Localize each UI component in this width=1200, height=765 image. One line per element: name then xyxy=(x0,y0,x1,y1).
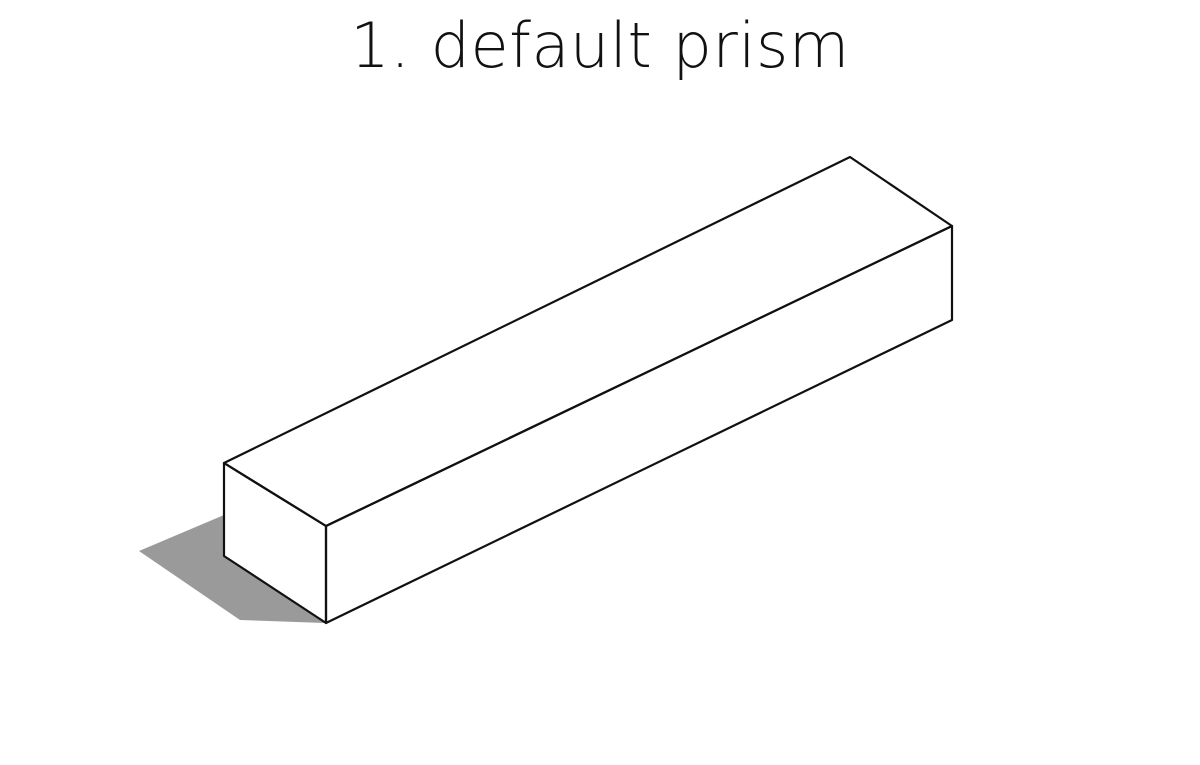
prism-end-face xyxy=(222,461,328,625)
prism-shadow xyxy=(139,515,325,623)
prism-front-face xyxy=(324,224,954,625)
page-title: 1. default prism xyxy=(350,9,850,82)
prism-top-face xyxy=(222,155,954,528)
